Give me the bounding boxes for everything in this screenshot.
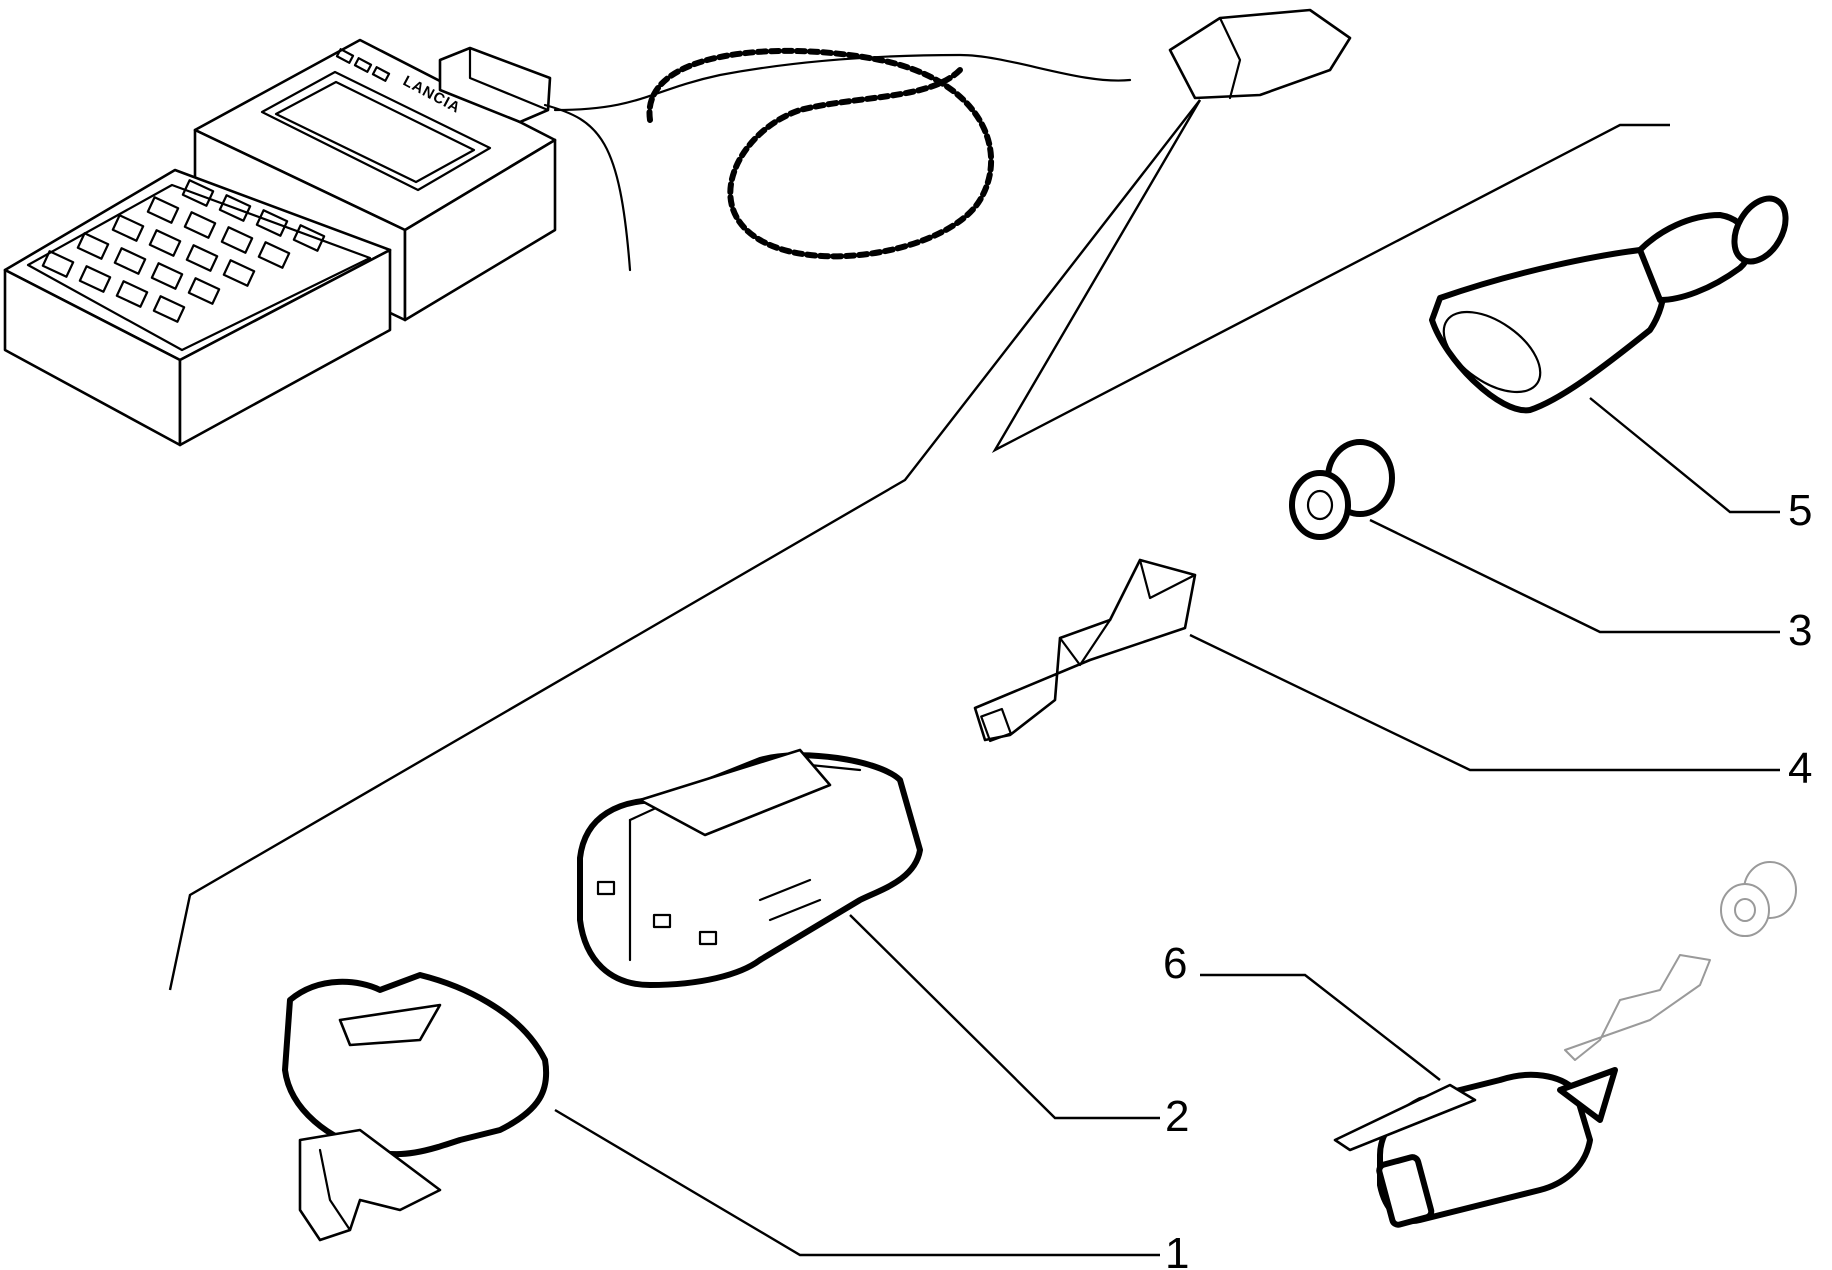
diagnostic-tester: LANCIA xyxy=(3,38,557,447)
detail-wedge-lines xyxy=(168,99,1670,991)
part-2-connector xyxy=(577,748,923,988)
callout-4: 4 xyxy=(1788,744,1812,793)
callout-1: 1 xyxy=(1165,1229,1189,1270)
part-6-assembly xyxy=(1333,861,1797,1228)
part-1-connector xyxy=(282,972,550,1242)
part-4-terminal xyxy=(973,558,1197,743)
callout-6: 6 xyxy=(1163,939,1187,988)
part-5-boot xyxy=(1429,195,1789,414)
callout-5: 5 xyxy=(1788,486,1812,535)
keypad-keys xyxy=(41,179,326,323)
leader-lines xyxy=(554,397,1780,1257)
coiled-cable xyxy=(543,8,1352,272)
callout-3: 3 xyxy=(1788,606,1812,655)
part-3-seal xyxy=(1289,439,1395,540)
callout-2: 2 xyxy=(1165,1092,1189,1141)
